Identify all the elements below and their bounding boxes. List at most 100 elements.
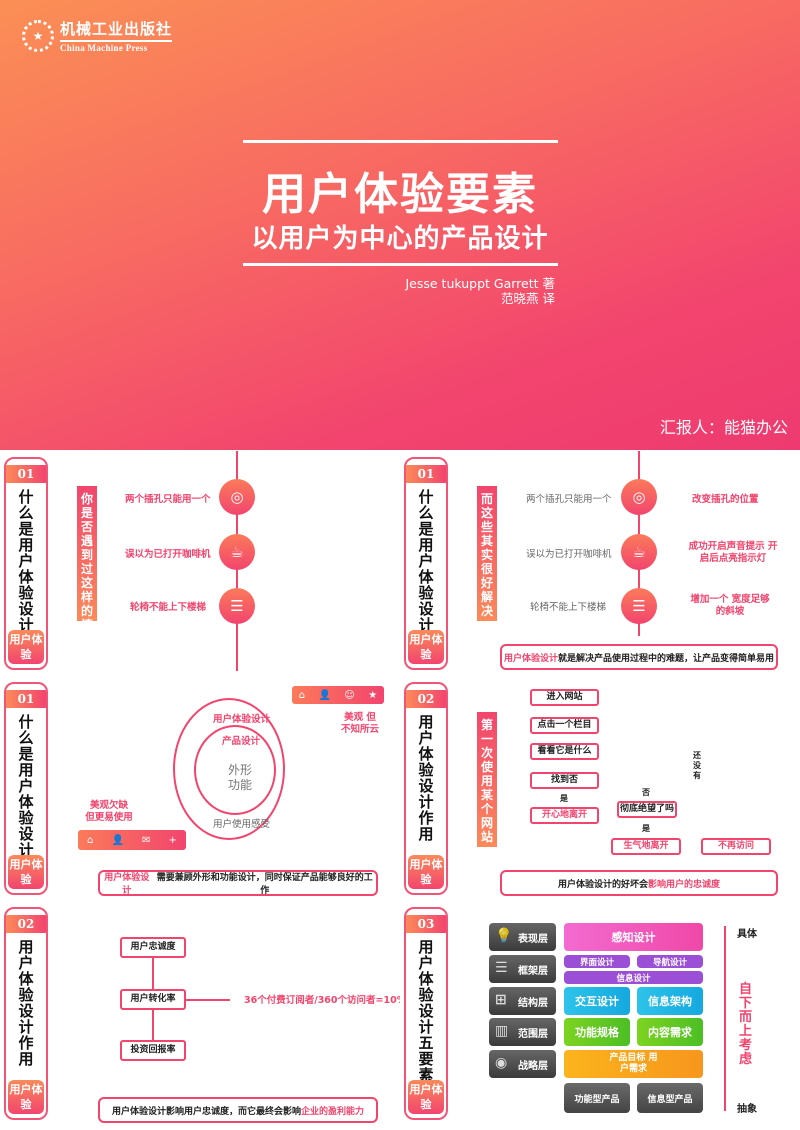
author-credits: Jesse tukuppt Garrett 著 范晓燕 译 [405, 276, 555, 306]
problem-2: 误以为已打开咖啡机 [526, 549, 612, 560]
coffee-machine-icon: ☕ [621, 534, 657, 570]
block-interaction: 交互设计 [564, 987, 630, 1015]
ux-badge: 用户体验 [408, 1080, 444, 1114]
no-label: 否 [642, 788, 650, 797]
lightbulb-icon: 💡 [495, 928, 513, 944]
flow-roi: 投资回报率 [120, 1040, 186, 1061]
solution-3: 增加一个 宽度足够的斜坡 [690, 594, 770, 617]
inner-ring-label: 产品设计 [222, 736, 261, 747]
home-icon: ⌂ [298, 689, 306, 701]
ux-badge: 用户体验 [8, 1080, 44, 1114]
coffee-machine-icon: ☕ [219, 534, 255, 570]
problem-1: 两个插孔只能用一个 [526, 494, 612, 505]
section-sidebar: 02 用户体验设计作用 用户体验 [4, 907, 48, 1120]
conversion-formula: 36个付费订阅者/360个访问者=10% [244, 995, 407, 1006]
publisher-name-cn: 机械工业出版社 [60, 18, 173, 42]
question-label: 你是否遇到过这样的情况? [77, 486, 97, 646]
ux-badge: 用户体验 [8, 630, 44, 664]
flow-loyalty: 用户忠诚度 [120, 937, 186, 958]
title-rule-top [243, 140, 558, 143]
slide-6: 03 用户体验设计五要素 用户体验 💡表现层 ☰框架层 ⊞结构层 ▥范围层 ◉战… [400, 901, 800, 1126]
stairs-icon: ☰ [219, 588, 255, 624]
block-information: 信息设计 [564, 971, 703, 984]
publisher-name-en: China Machine Press [60, 43, 148, 53]
section-sidebar: 02 用户体验设计作用 用户体验 [404, 682, 448, 895]
block-interface: 界面设计 [564, 955, 630, 968]
slide-3: 01 什么是用户体验设计 用户体验 用户体验设计 产品设计 外形 功能 用户使用… [0, 676, 400, 901]
gear-star-icon: ★ [22, 19, 54, 52]
section-title: 什么是用户体验设计 [18, 488, 34, 634]
layer-structure: ⊞结构层 [489, 987, 556, 1015]
arrow [186, 999, 230, 1001]
problem-1: 两个插孔只能用一个 [125, 494, 211, 505]
star-icon: ★ [368, 689, 378, 701]
flow-step-despair: 彻底绝望了吗 [617, 801, 677, 818]
flow-step-happy: 开心地离开 [530, 807, 599, 824]
layout-icon: ▥ [495, 1023, 509, 1039]
flow-step-angry: 生气地离开 [611, 838, 681, 855]
layer-scope: ▥ 范围层 [489, 1018, 556, 1046]
axis-bottom-label: 抽象 [737, 1104, 757, 1115]
summary-callout: 用户体验设计需要兼顾外形和功能设计，同时保证产品能够良好的工作 [98, 870, 378, 896]
callout-highlight: 用户体验设计 [104, 873, 150, 896]
yes-label-2: 是 [642, 824, 650, 833]
layer-label: 战略层 [518, 1060, 548, 1072]
center-label: 外形 功能 [227, 763, 252, 792]
section-sidebar: 01 什么是用户体验设计 用户体验 [4, 682, 48, 895]
bottom-ring-label: 用户使用感受 [213, 819, 271, 830]
flow-step-never-return: 不再访问 [701, 838, 771, 855]
block-navigation: 导航设计 [637, 955, 703, 968]
arrow [152, 1010, 154, 1040]
axis-arrow [724, 926, 726, 1111]
flow-step-look: 看看它是什么 [530, 743, 599, 760]
answer-label: 而这些其实很好解决 [477, 486, 497, 621]
ux-badge: 用户体验 [408, 855, 444, 889]
callout-text: 用户体验设计影响用户忠诚度，而它最终会影响 [111, 1106, 301, 1117]
layer-label: 范围层 [518, 1028, 548, 1040]
socket-icon: ◎ [621, 479, 657, 515]
slide-5: 02 用户体验设计作用 用户体验 用户忠诚度 用户转化率 投资回报率 36个付费… [0, 901, 406, 1126]
yes-label: 是 [560, 794, 568, 803]
slide-2: 01 什么是用户体验设计 用户体验 而这些其实很好解决 ◎ ☕ ☰ 两个插孔只能… [400, 451, 800, 676]
scenario-label: 第一次使用某个网站 [477, 712, 497, 847]
bottom-tab-bar: ⌂👤✉+ [78, 830, 186, 850]
user-icon: 👤 [111, 834, 124, 846]
flow-conversion: 用户转化率 [120, 989, 186, 1010]
axis-top-label: 具体 [737, 929, 757, 940]
publisher-logo: ★ 机械工业出版社 China Machine Press [22, 18, 173, 53]
ux-badge: 用户体验 [408, 630, 444, 664]
outer-ring [173, 698, 285, 840]
section-number: 02 [406, 690, 446, 708]
callout-highlight: 影响用户的忠诚度 [648, 879, 721, 890]
slide-1: 01 什么是用户体验设计 用户体验 你是否遇到过这样的情况? ◎ ☕ ☰ 两个插… [0, 451, 400, 676]
section-sidebar: 01 什么是用户体验设计 用户体验 [4, 457, 48, 670]
block-perception: 感知设计 [564, 923, 703, 951]
left-note: 美观欠缺 但更易使用 [85, 800, 133, 823]
translator-line: 范晓燕 译 [501, 291, 555, 306]
ux-badge: 用户体验 [8, 855, 44, 889]
section-number: 03 [406, 915, 446, 933]
section-title: 用户体验设计五要素 [418, 938, 434, 1084]
section-title: 什么是用户体验设计 [418, 488, 434, 634]
section-title: 用户体验设计作用 [18, 938, 34, 1068]
block-func-product: 功能型产品 [564, 1083, 630, 1113]
block-info-product: 信息型产品 [637, 1083, 703, 1113]
layer-surface: 💡表现层 [489, 923, 556, 951]
section-sidebar: 01 什么是用户体验设计 用户体验 [404, 457, 448, 670]
layer-strategy: ◉战略层 [489, 1050, 556, 1078]
block-function-spec: 功能规格 [564, 1018, 630, 1046]
arrow [152, 958, 154, 989]
layer-label: 框架层 [518, 965, 548, 977]
block-strategy: 产品目标 用户需求 [564, 1050, 703, 1078]
section-title: 用户体验设计作用 [418, 713, 434, 843]
stairs-icon: ☰ [621, 588, 657, 624]
slide-4: 02 用户体验设计作用 用户体验 第一次使用某个网站 进入网站 点击一个栏目 看… [400, 676, 800, 901]
summary-callout: 用户体验设计就是解决产品使用过程中的难题，让产品变得简单易用 [500, 644, 778, 670]
author-line: Jesse tukuppt Garrett 著 [405, 276, 555, 291]
section-title: 什么是用户体验设计 [18, 713, 34, 859]
cover-section: ★ 机械工业出版社 China Machine Press 用户体验要素 以用户… [0, 0, 800, 450]
mail-icon: ✉ [142, 834, 151, 846]
book-subtitle: 以用户为中心的产品设计 [251, 224, 549, 254]
solution-2: 成功开启声音提示 开启后点亮指示灯 [688, 541, 778, 564]
reporter-label: 汇报人：能猫办公 [659, 418, 788, 437]
